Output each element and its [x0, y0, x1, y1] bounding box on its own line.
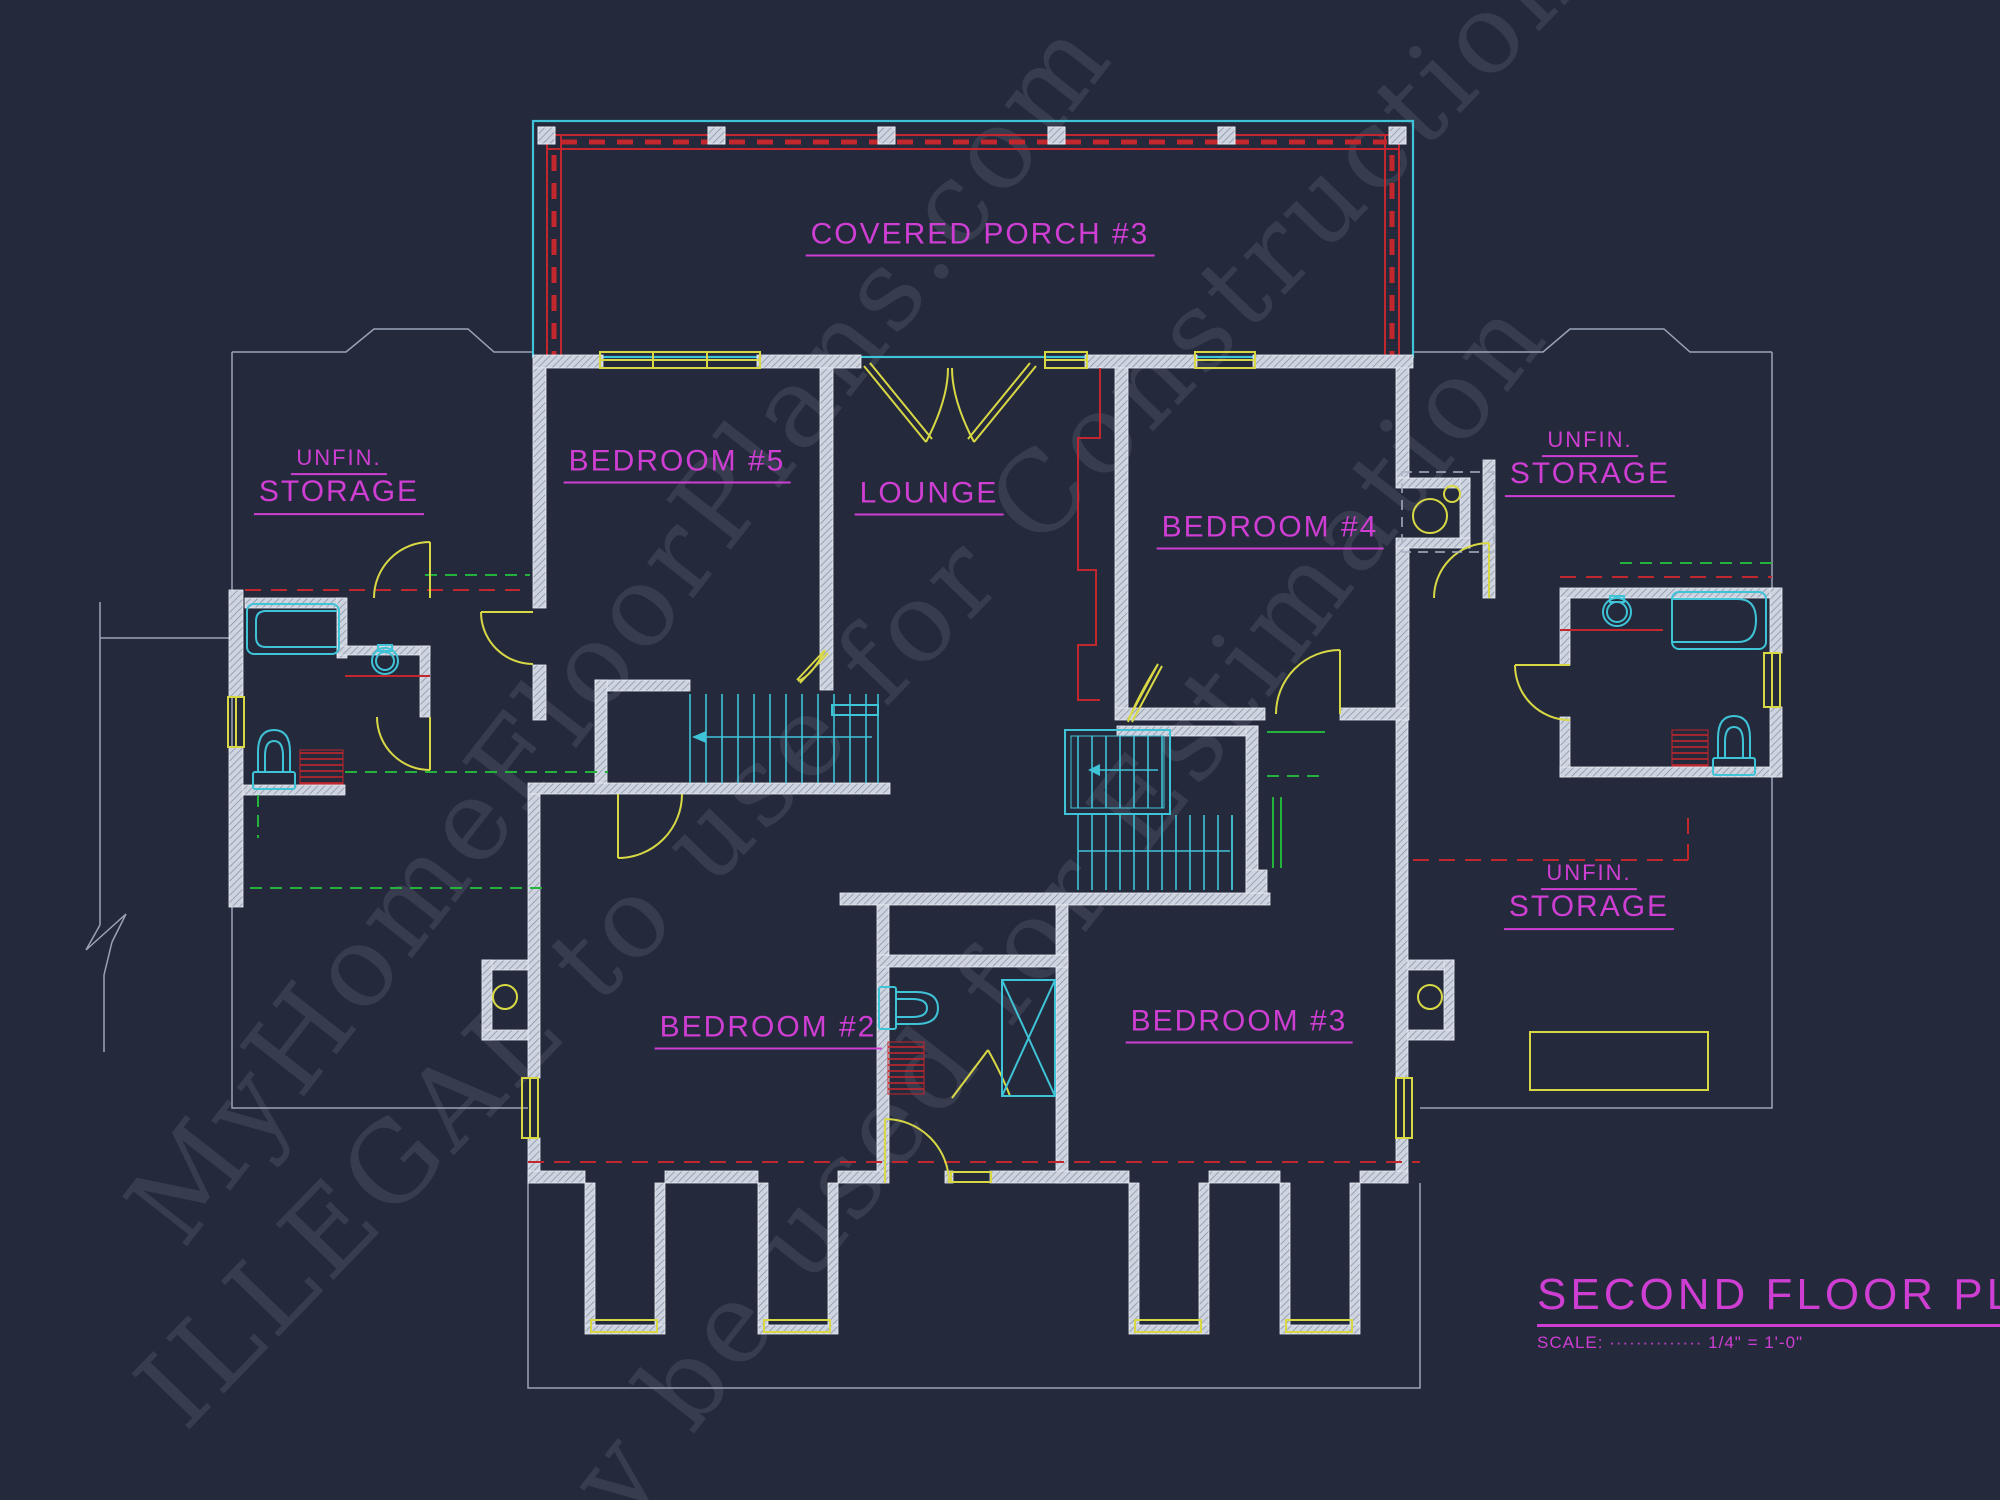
label-bedroom-3: BEDROOM #3	[1125, 1005, 1353, 1044]
label-bedroom-2: BEDROOM #2	[654, 1011, 882, 1050]
stair-central	[1064, 729, 1233, 890]
fireplace-flue-right	[1417, 984, 1443, 1010]
sink-right	[1602, 595, 1632, 627]
landing-window	[831, 704, 879, 716]
label-storage-upper-right: UNFIN. STORAGE	[1504, 427, 1676, 497]
porch-posts	[537, 126, 1407, 145]
title-block: SECOND FLOOR PLAN SCALE: ·············· …	[1537, 1270, 2000, 1353]
bathtub-left	[246, 603, 340, 655]
drawing-title: SECOND FLOOR PLAN	[1537, 1270, 2000, 1327]
chimney-outline	[1077, 368, 1101, 701]
label-lounge: LOUNGE	[854, 477, 1004, 516]
red-lines	[245, 368, 1772, 1163]
toilet-left	[252, 729, 296, 790]
sink-left	[371, 644, 399, 675]
stair-left-hall	[689, 694, 879, 783]
attic-access-box	[1529, 1031, 1709, 1091]
shower-central	[1001, 979, 1056, 1097]
windows-layer	[227, 351, 1781, 1333]
stairs-layer	[689, 694, 1233, 890]
fireplace-flue-left	[492, 984, 518, 1010]
water-heater	[1412, 498, 1448, 534]
fixtures-layer	[246, 591, 1767, 1097]
green-framing-lines	[250, 562, 1772, 889]
toilet-right	[1712, 715, 1756, 776]
covered-porch-structure	[531, 119, 1415, 359]
label-bedroom-4: BEDROOM #4	[1156, 511, 1384, 550]
drawing-scale: SCALE: ·············· 1/4" = 1'-0"	[1537, 1333, 1804, 1352]
label-storage-upper-left: UNFIN. STORAGE	[253, 445, 425, 515]
bathtub-right	[1671, 591, 1767, 650]
label-covered-porch: COVERED PORCH #3	[805, 218, 1155, 257]
label-storage-lower-right: UNFIN. STORAGE	[1503, 860, 1675, 930]
walls-layer	[228, 354, 1783, 1335]
label-bedroom-5: BEDROOM #5	[563, 445, 791, 484]
